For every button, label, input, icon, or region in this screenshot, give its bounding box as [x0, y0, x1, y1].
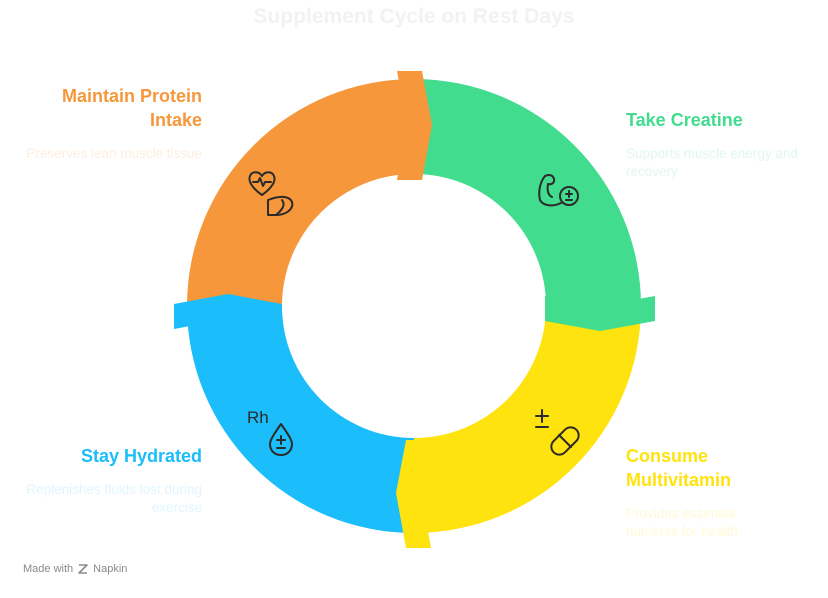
chevron-top	[397, 71, 432, 180]
segment-creatine	[414, 79, 641, 306]
step-desc-creatine: Supports muscle energy and recovery	[626, 146, 798, 179]
step-title-protein: Maintain Protein Intake	[61, 86, 202, 130]
napkin-brand-text: Napkin	[93, 563, 128, 575]
segment-protein	[187, 79, 414, 306]
step-desc-multivitamin: Provides essential nutrients for health	[626, 506, 738, 539]
rh-drop-icon: Rh	[247, 408, 293, 456]
plus-minus-pill-icon	[535, 409, 580, 456]
flexed-bicep-plus-minus-icon	[538, 174, 579, 207]
segment-hydration	[187, 306, 414, 533]
step-title-multivitamin: Consume Multivitamin	[626, 446, 732, 490]
heartbeat-arm-icon	[248, 171, 294, 216]
chevron-left	[174, 294, 282, 329]
napkin-logo-icon	[78, 564, 88, 574]
step-title-hydration: Stay Hydrated	[80, 446, 202, 466]
diagram-title: Supplement Cycle on Rest Days	[253, 5, 575, 28]
chevron-bottom	[396, 440, 431, 548]
chevron-right	[545, 296, 655, 331]
step-desc-protein: Preserves lean muscle tissue	[26, 146, 202, 161]
segment-multivitamin	[414, 306, 641, 533]
step-title-creatine: Take Creatine	[626, 110, 743, 130]
made-with-text: Made with	[23, 563, 74, 575]
step-desc-hydration: Replenishes fluids lost during exercise	[26, 482, 202, 515]
svg-text:Rh: Rh	[247, 408, 269, 427]
footer-attribution[interactable]: Made with Napkin	[23, 563, 127, 575]
